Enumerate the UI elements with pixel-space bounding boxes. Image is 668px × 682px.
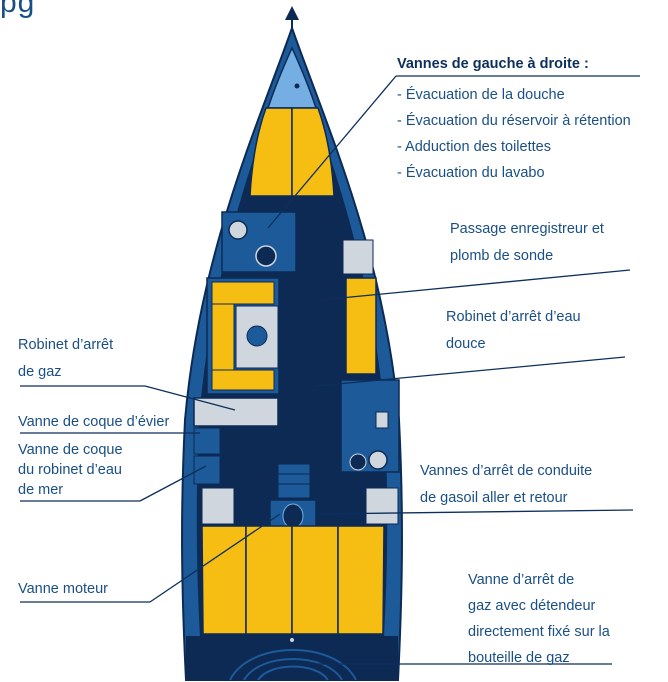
valve-item-shower: - Évacuation de la douche	[397, 87, 565, 103]
valve-item-holding-tank: - Évacuation du réservoir à rétention	[397, 113, 631, 129]
transom	[186, 636, 398, 681]
forward-berth	[249, 107, 335, 197]
aft-locker-port	[201, 487, 235, 525]
label-gas-regulator-3: directement fixé sur la	[468, 624, 610, 640]
label-diesel-valves-1: Vannes d’arrêt de conduite	[420, 463, 593, 479]
valves-heading: Vannes de gauche à droite :	[397, 56, 589, 72]
label-fresh-water-1: Robinet d’arrêt d’eau	[446, 309, 581, 325]
forward-head	[221, 211, 297, 273]
saloon-dinette	[206, 277, 280, 395]
label-diesel-valves-2: de gasoil aller et retour	[420, 490, 568, 506]
label-log-sounder-2: plomb de sonde	[450, 248, 554, 264]
hull-interior	[196, 48, 388, 636]
leader-lines	[20, 75, 640, 665]
label-gas-regulator-4: bouteille de gaz	[468, 650, 570, 666]
anchor-point	[294, 83, 300, 89]
valve-item-basin: - Évacuation du lavabo	[397, 165, 545, 181]
label-gas-regulator-1: Vanne d’arrêt de	[468, 572, 575, 588]
label-engine-valve: Vanne moteur	[18, 581, 109, 597]
label-gas-stop-1: Robinet d’arrêt	[18, 337, 114, 353]
label-sink-seacock: Vanne de coque d’évier	[18, 414, 170, 430]
aft-berths	[201, 525, 385, 635]
label-gas-stop-2: de gaz	[18, 364, 62, 380]
label-seawater-seacock-3: de mer	[18, 482, 64, 498]
label-seawater-seacock-2: du robinet d’eau	[18, 462, 122, 478]
aft-locker-stbd	[365, 487, 399, 525]
label-log-sounder-1: Passage enregistreur et	[450, 221, 604, 237]
starboard-settee	[345, 277, 377, 375]
page-title-fragment: pg	[0, 0, 36, 19]
label-seawater-seacock-1: Vanne de coque	[18, 442, 123, 458]
label-fresh-water-2: douce	[446, 336, 486, 352]
fwd-locker	[342, 239, 374, 275]
label-gas-regulator-2: gaz avec détendeur	[468, 598, 596, 614]
galley-cabinet	[193, 427, 221, 455]
valve-item-toilet: - Adduction des toilettes	[397, 139, 551, 155]
aft-head	[340, 379, 400, 473]
